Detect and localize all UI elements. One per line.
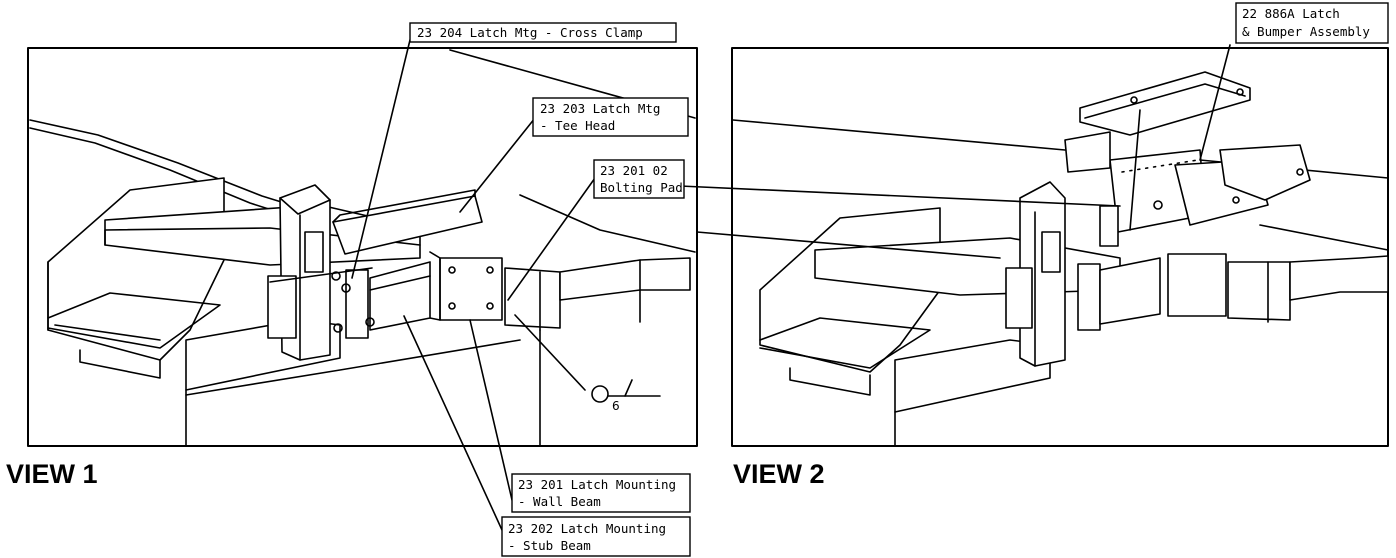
latch-bolt-4 [1232,196,1240,204]
leader-wall-beam [469,319,513,501]
pillar-window [304,231,324,273]
weld-symbol [591,379,661,403]
view-2-frame [731,47,1389,447]
cross-clamp-right [345,269,369,339]
latch-block [1064,131,1111,173]
weld-fillet-mark [624,379,633,397]
v2-bolting-pad [1167,253,1227,317]
callout-cross-clamp: 23 204 Latch Mtg - Cross Clamp [409,22,677,43]
view-1-title: VIEW 1 [6,459,98,489]
latch-top-frame [1079,71,1251,136]
v2-pillar-window [1041,231,1061,273]
callout-text: 23 204 Latch Mtg - Cross Clamp [417,25,643,40]
latch-hole-row [1121,159,1199,173]
right-beam [504,267,561,329]
v2-wall-beam [1099,257,1161,325]
view-2-title: VIEW 2 [733,459,825,489]
leader-bolting-pad-v2 [679,185,1121,207]
leader-stub-beam [403,315,503,531]
v2-clamp-right [1077,263,1101,331]
callout-text-line2: & Bumper Assembly [1242,24,1370,39]
leader-bolting-pad [507,177,596,301]
wall-beam [369,261,431,331]
view-2-panel [731,47,1389,447]
bolt-3 [448,302,456,310]
callout-text-line2: - Stub Beam [508,538,591,553]
callout-text-line1: 22 886A Latch [1242,6,1340,21]
latch-top-frame-inner [1084,83,1246,119]
view-2-leaders [679,44,1231,259]
callout-latch-assembly: 22 886A Latch & Bumper Assembly [1235,2,1389,44]
callout-bolting-pad: 23 201 02 Bolting Pad [593,159,685,199]
v2-right-line [1259,224,1389,251]
latch-box [1099,205,1119,247]
callout-text-line2: - Tee Head [540,118,615,133]
callout-text-line1: 23 203 Latch Mtg [540,101,660,116]
v2-housing-foot [789,367,871,396]
callout-wall-beam: 23 201 Latch Mounting - Wall Beam [511,473,691,513]
wall-beam-lines [369,275,431,291]
left-housing-foot [79,349,161,379]
v2-clamp-left [1005,267,1033,329]
weld-all-around-circle [591,385,609,403]
leader-latch-assembly [1199,44,1231,161]
clamp-bolt-4 [365,317,375,327]
pillar-top [279,197,331,215]
callout-tee-head: 23 203 Latch Mtg - Tee Head [532,97,689,137]
bolt-2 [486,266,494,274]
callout-text-line1: 23 201 Latch Mounting [518,477,676,492]
callout-text-line2: - Wall Beam [518,494,601,509]
leader-tee-head [459,117,536,213]
v2-right-beam [1227,261,1291,321]
bolting-pad-side [429,251,441,321]
right-top-line [519,194,696,253]
cross-clamp-left [267,275,297,339]
v2-top-line [732,119,1066,151]
clamp-bolt-1 [331,271,341,281]
latch-bolt-5 [1296,168,1304,176]
weld-size-label: 6 [612,399,620,413]
base-line [185,339,521,396]
latch-bolt-1 [1130,96,1138,104]
view-1-frame [27,47,698,447]
leader-weld [514,314,586,391]
bumper-arm [1219,144,1311,201]
clamp-bolt-3 [333,323,343,333]
latch-bolt-3 [1153,200,1163,210]
leader-v2-lower [696,231,1001,259]
v2-housing-shelf [759,317,931,369]
right-beam-2 [559,257,691,301]
view-1-panel [27,47,698,447]
clamp-bolt-2 [341,283,351,293]
callout-text-line1: 23 202 Latch Mounting [508,521,666,536]
callout-text-line1: 23 201 02 [600,163,668,178]
view-1-leaders [351,39,596,531]
bolt-1 [448,266,456,274]
bolt-4 [486,302,494,310]
callout-text-line2: Bolting Pad [600,180,683,195]
v2-right-beam-2 [1289,255,1389,301]
leader-cross-clamp [351,39,411,279]
latch-strut [1129,109,1141,231]
left-housing-shelf [47,292,221,349]
bolting-pad [439,257,503,321]
clamp-rods [269,267,373,283]
callout-stub-beam: 23 202 Latch Mounting - Stub Beam [501,516,691,557]
latch-bolt-2 [1236,88,1244,96]
tee-head-beam [332,195,483,255]
left-housing-shelf-2 [54,324,161,341]
